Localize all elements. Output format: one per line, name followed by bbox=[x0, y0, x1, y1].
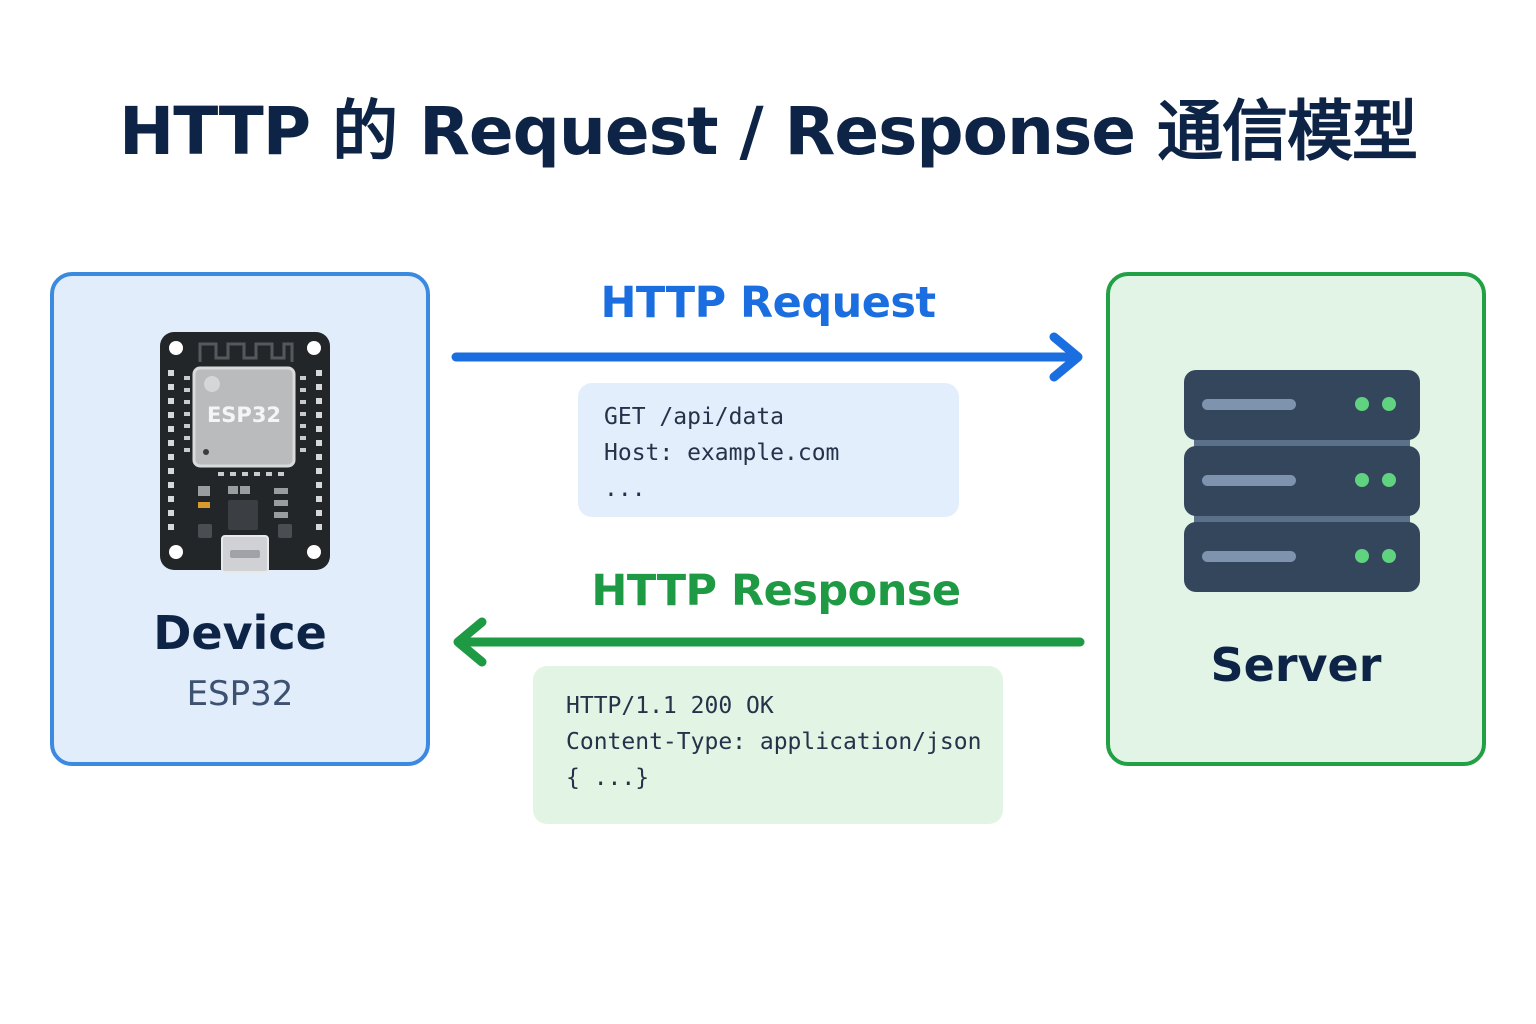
esp32-chip-label: ESP32 bbox=[207, 403, 281, 427]
response-code-line: Content-Type: application/json bbox=[566, 729, 982, 755]
request-code-line: GET /api/data bbox=[604, 404, 785, 430]
request-arrow bbox=[451, 332, 1083, 382]
device-subtitle: ESP32 bbox=[186, 674, 294, 714]
esp32-board-icon: ESP32 bbox=[160, 332, 330, 573]
response-code-line: HTTP/1.1 200 OK bbox=[566, 693, 774, 719]
request-code-line: Host: example.com bbox=[604, 440, 840, 466]
response-code-line: { ...} bbox=[566, 765, 650, 791]
request-label: HTTP Request bbox=[600, 278, 936, 328]
diagram-title: HTTP 的 Request / Response 通信模型 bbox=[118, 93, 1418, 170]
response-label: HTTP Response bbox=[591, 566, 961, 616]
request-code-box: GET /api/data Host: example.com ... bbox=[578, 383, 959, 517]
response-code-box: HTTP/1.1 200 OK Content-Type: applicatio… bbox=[533, 666, 1003, 824]
server-name: Server bbox=[1210, 638, 1382, 692]
server-rack-icon bbox=[1184, 370, 1420, 592]
server-panel: Server bbox=[1106, 272, 1486, 766]
device-name: Device bbox=[153, 606, 327, 660]
response-arrow bbox=[453, 617, 1085, 667]
device-panel: ESP32 Device ESP32 bbox=[50, 272, 430, 766]
request-code-line: ... bbox=[604, 476, 646, 502]
